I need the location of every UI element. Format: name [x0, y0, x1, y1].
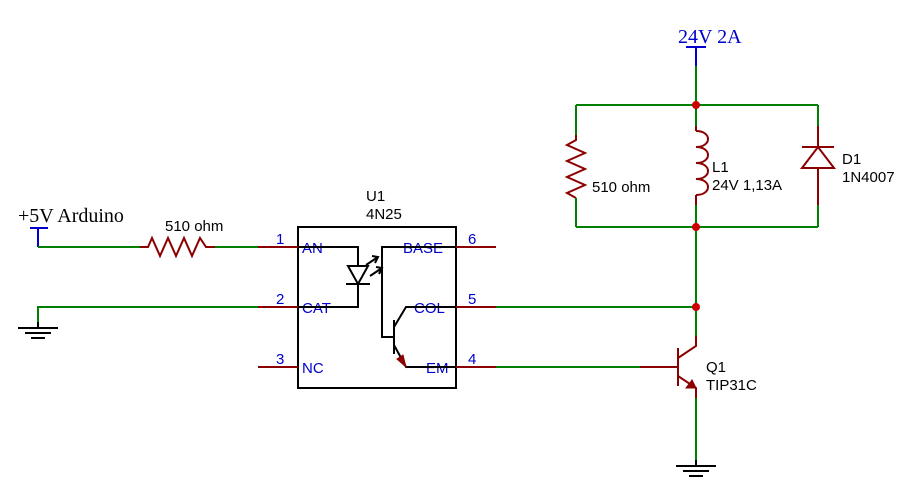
pin-1-name: AN — [302, 240, 323, 257]
pin-2-number: 2 — [276, 291, 284, 308]
phototransistor-icon — [381, 246, 456, 369]
transistor-ref: Q1 — [706, 359, 726, 376]
junction-top — [692, 101, 700, 109]
resistor-input: 510 ohm — [140, 218, 223, 259]
wire-cat-to-ground — [37, 306, 258, 322]
inductor-ref: L1 — [712, 159, 729, 176]
resistor-parallel-value: 510 ohm — [592, 179, 650, 196]
pin-5-name: COL — [414, 300, 445, 317]
resistor-input-value: 510 ohm — [165, 218, 223, 235]
inductor-value: 24V 1,13A — [712, 177, 782, 194]
optocoupler-part: 4N25 — [366, 206, 402, 223]
pin-1-number: 1 — [276, 231, 284, 248]
pin-2-name: CAT — [302, 300, 331, 317]
diode-ref: D1 — [842, 151, 861, 168]
pin-6-number: 6 — [468, 231, 476, 248]
diode-d1: D1 1N4007 — [799, 105, 895, 227]
transistor-q1: Q1 TIP31C — [640, 336, 757, 398]
pin-5-number: 5 — [468, 291, 476, 308]
supply-24v: 24V 2A — [678, 26, 742, 66]
arduino-5v-supply: +5V Arduino — [18, 205, 124, 247]
ground-left-icon — [18, 322, 58, 339]
pin-4-number: 4 — [468, 351, 476, 368]
optocoupler-u1: U1 4N25 1 2 3 4 5 6 AN CAT NC EM COL BAS… — [258, 188, 496, 389]
arduino-5v-label: +5V Arduino — [18, 205, 124, 227]
ground-right-icon — [676, 460, 716, 477]
inductor-l1: L1 24V 1,13A — [695, 105, 782, 227]
pin-4-name: EM — [426, 360, 449, 377]
optocoupler-ref: U1 — [366, 188, 385, 205]
junction-bottom — [692, 223, 700, 231]
pin-3-number: 3 — [276, 351, 284, 368]
pin-3-name: NC — [302, 360, 324, 377]
resistor-parallel: 510 ohm — [564, 105, 650, 227]
junction-collector — [692, 303, 700, 311]
diode-part: 1N4007 — [842, 169, 895, 186]
transistor-part: TIP31C — [706, 377, 757, 394]
supply-24v-label: 24V 2A — [678, 26, 742, 48]
pin-6-name: BASE — [403, 240, 443, 257]
